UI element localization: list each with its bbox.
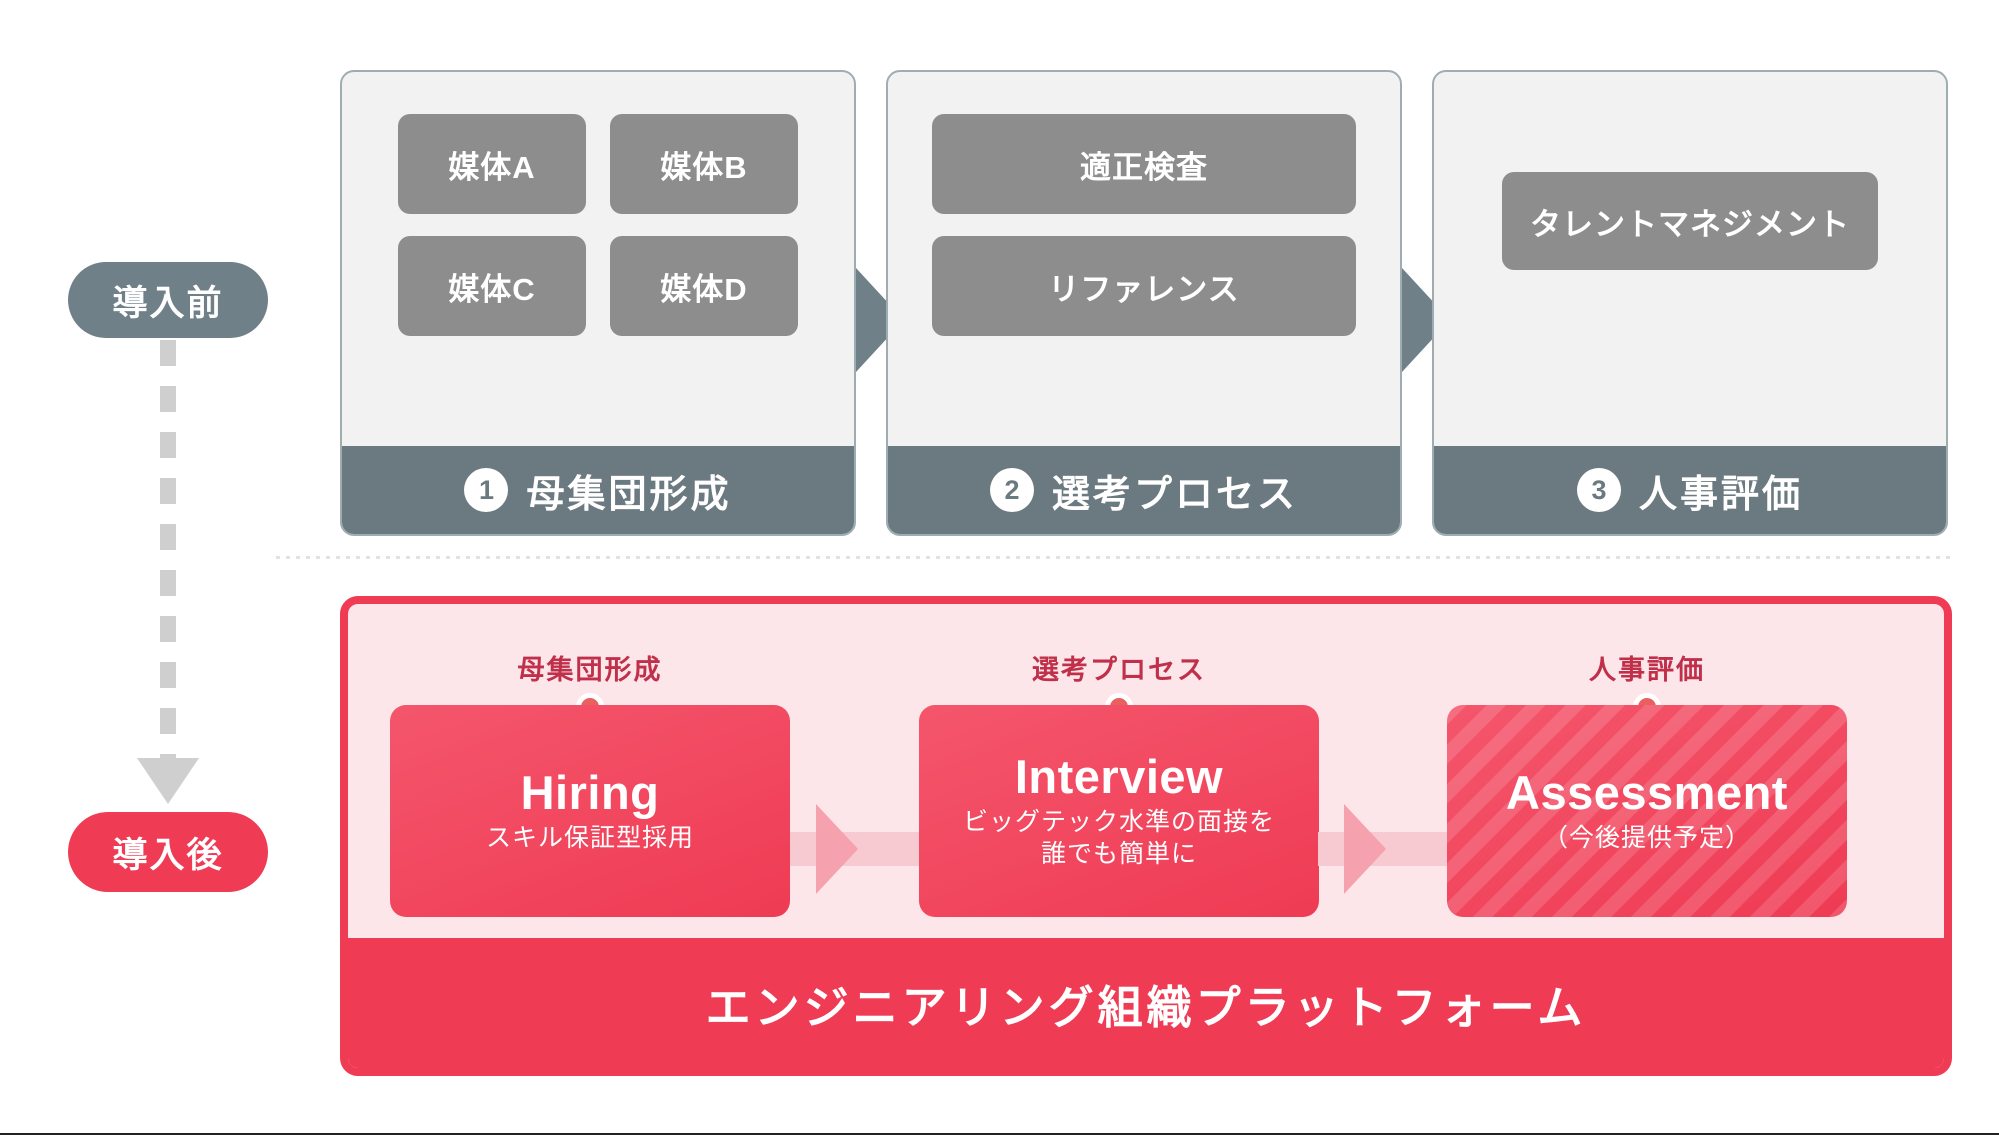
legacy-card-footer: 2 選考プロセス (888, 446, 1400, 534)
platform-stage-hiring: 母集団形成 Hiring スキル保証型採用 (390, 648, 790, 917)
timeline-label-after: 導入後 (68, 812, 268, 892)
step-number-badge: 2 (989, 468, 1034, 512)
timeline-label-before: 導入前 (68, 262, 268, 338)
legacy-card-body: タレントマネジメント (1434, 72, 1946, 446)
legacy-card-population: 媒体A 媒体B 媒体C 媒体D 1 母集団形成 (340, 70, 856, 536)
legacy-card-title: 母集団形成 (526, 473, 732, 516)
right-triangle-icon (816, 804, 858, 894)
stage-box: Hiring スキル保証型採用 (390, 705, 790, 917)
stage-box: Interview ビッグテック水準の面接を 誰でも簡単に (919, 705, 1319, 917)
bottom-rule (0, 1133, 1999, 1135)
down-arrow-icon (137, 758, 199, 804)
stage-subtitle: スキル保証型採用 (485, 823, 694, 852)
legacy-card-body: 適正検査 リファレンス (888, 72, 1400, 446)
platform-banner-text: エンジニアリング組織プラットフォーム (705, 981, 1587, 1033)
stage-name: Assessment (1506, 766, 1788, 820)
stage-subtitle-line: ビッグテック水準の面接を (962, 807, 1275, 836)
platform-banner: エンジニアリング組織プラットフォーム (348, 938, 1944, 1068)
right-triangle-icon (1344, 804, 1386, 894)
stage-label: 選考プロセス (1032, 655, 1206, 685)
legacy-chip-grid: 適正検査 リファレンス (888, 114, 1400, 336)
stage-name: Interview (1014, 750, 1224, 804)
step-number-badge: 1 (464, 468, 509, 512)
stage-subtitle: （今後提供予定） (1542, 823, 1751, 852)
legacy-card-title: 人事評価 (1638, 473, 1803, 516)
legacy-card-body: 媒体A 媒体B 媒体C 媒体D (342, 72, 854, 446)
stage-box: Assessment （今後提供予定） (1447, 705, 1847, 917)
legacy-chip: 媒体A (398, 114, 586, 214)
step-number-badge: 3 (1576, 468, 1621, 512)
platform-stage-interview: 選考プロセス Interview ビッグテック水準の面接を 誰でも簡単に (919, 648, 1319, 917)
legacy-chip: 媒体C (398, 236, 586, 336)
legacy-card-title: 選考プロセス (1051, 473, 1298, 516)
legacy-chip-grid: タレントマネジメント (1434, 172, 1946, 270)
legacy-chip: タレントマネジメント (1502, 172, 1878, 270)
legacy-chip: 媒体D (610, 236, 798, 336)
stage-label: 人事評価 (1589, 655, 1705, 685)
legacy-chip: 媒体B (610, 114, 798, 214)
stage-subtitle: ビッグテック水準の面接を 誰でも簡単に (963, 806, 1275, 870)
platform-stages-area: 母集団形成 Hiring スキル保証型採用 選考プロセス Interview ビ… (348, 604, 1944, 954)
platform-panel: 母集団形成 Hiring スキル保証型採用 選考プロセス Interview ビ… (340, 596, 1952, 1076)
stage-subtitle-line: 誰でも簡単に (1040, 839, 1197, 868)
timeline-dashed-line (160, 340, 176, 760)
legacy-chip-grid: 媒体A 媒体B 媒体C 媒体D (342, 114, 854, 336)
legacy-chip: 適正検査 (932, 114, 1356, 214)
platform-stage-assessment: 人事評価 Assessment （今後提供予定） (1447, 648, 1847, 917)
legacy-card-footer: 3 人事評価 (1434, 446, 1946, 534)
legacy-card-evaluation: タレントマネジメント 3 人事評価 (1432, 70, 1948, 536)
legacy-card-footer: 1 母集団形成 (342, 446, 854, 534)
section-divider (276, 556, 1956, 559)
legacy-chip: リファレンス (932, 236, 1356, 336)
stage-name: Hiring (520, 766, 660, 820)
legacy-card-selection: 適正検査 リファレンス 2 選考プロセス (886, 70, 1402, 536)
stage-label: 母集団形成 (517, 655, 663, 685)
